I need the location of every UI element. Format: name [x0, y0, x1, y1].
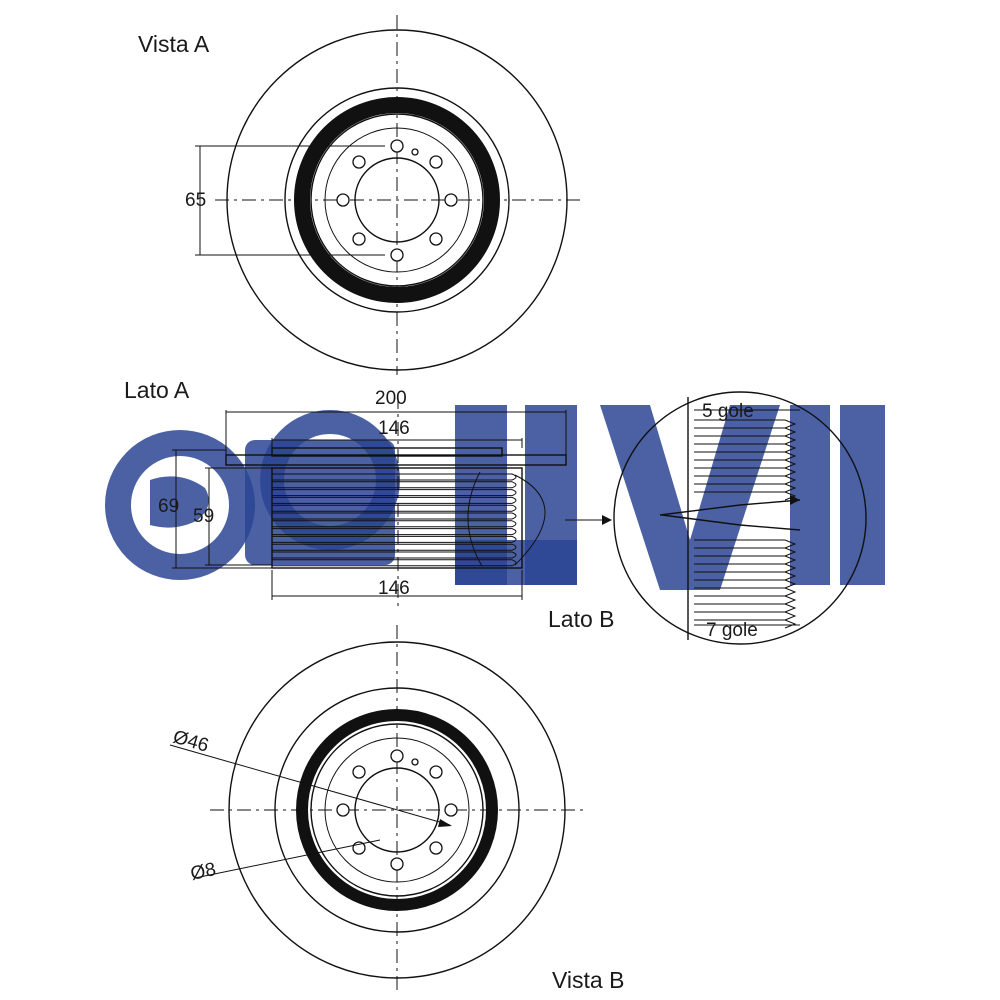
- pulley-groove-line: [272, 473, 517, 481]
- detail-groove-line: [694, 443, 797, 453]
- detail-groove-line: [694, 619, 797, 629]
- vista-b-label: Vista B: [552, 967, 624, 993]
- dim-200-label: 200: [375, 388, 407, 409]
- detail-groove-line: [694, 435, 797, 445]
- pulley-groove-line: [272, 504, 517, 512]
- pulley-groove-line: [272, 496, 517, 504]
- dim-8-label: Ø8: [189, 859, 218, 885]
- detail-groove-line: [694, 483, 797, 493]
- dim-65-label: 65: [185, 190, 206, 211]
- detail-groove-line: [694, 427, 797, 437]
- detail-groove-line: [694, 587, 797, 597]
- pulley-groove-line: [272, 543, 517, 551]
- pulley-groove-line: [272, 551, 517, 559]
- pulley-groove-line: [272, 520, 517, 528]
- vista-a-drawing: [195, 15, 585, 375]
- pulley-groove-line: [272, 535, 517, 543]
- groove-detail-drawing: [613, 391, 867, 645]
- pulley-groove-line: [272, 559, 517, 567]
- detail-groove-line: [694, 603, 797, 613]
- detail-groove-line: [694, 611, 797, 621]
- lato-b-label: Lato B: [548, 606, 615, 632]
- detail-groove-line: [694, 475, 797, 485]
- detail-groove-line: [694, 547, 797, 557]
- detail-groove-line: [694, 459, 797, 469]
- lato-a-drawing: [172, 395, 612, 610]
- vista-a-label: Vista A: [138, 31, 210, 57]
- dim-146-top-label: 146: [378, 418, 410, 439]
- detail-groove-line: [694, 467, 797, 477]
- detail-groove-line: [694, 579, 797, 589]
- dim-69-label: 69: [158, 496, 179, 517]
- pulley-groove-line: [272, 481, 517, 489]
- detail-groove-line: [694, 563, 797, 573]
- vista-b-drawing: [169, 625, 585, 990]
- pulley-groove-line: [272, 528, 517, 536]
- grooves-bottom-label: 7 gole: [706, 620, 758, 641]
- detail-groove-line: [694, 419, 797, 429]
- detail-groove-line: [694, 451, 797, 461]
- dim-146-bottom-label: 146: [378, 578, 410, 599]
- lato-a-label: Lato A: [124, 377, 190, 403]
- detail-groove-line: [694, 571, 797, 581]
- detail-groove-line: [694, 595, 797, 605]
- detail-groove-line: [694, 539, 797, 549]
- detail-groove-line: [694, 555, 797, 565]
- pulley-groove-line: [272, 489, 517, 497]
- dim-59-label: 59: [193, 506, 214, 527]
- dim-46-label: Ø46: [171, 727, 211, 757]
- grooves-top-label: 5 gole: [702, 401, 754, 422]
- pulley-groove-line: [272, 512, 517, 520]
